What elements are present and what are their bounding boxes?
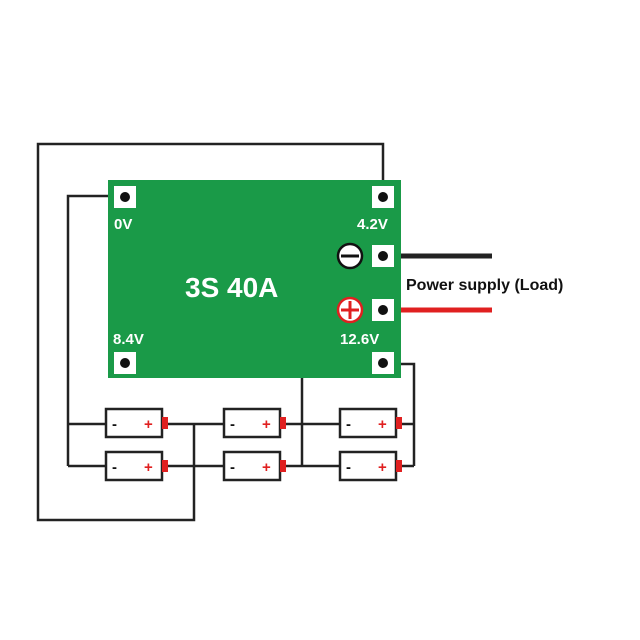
pad-positive-out [372,299,394,321]
battery-cell: - + [104,407,168,439]
plus-circle-icon [336,296,364,324]
power-supply-label: Power supply (Load) [406,277,563,294]
cell-minus: - [346,459,351,476]
pad-12v6 [372,352,394,374]
minus-circle-icon [336,242,364,270]
pad-8v4 [114,352,136,374]
label-0v: 0V [114,216,132,233]
wire-4v2 [36,142,385,522]
cell-plus: + [378,416,387,433]
pad-0v [114,186,136,208]
wire-0v [66,194,124,466]
battery-cell: - + [222,450,286,482]
battery-cell: - + [222,407,286,439]
cell-plus: + [144,416,153,433]
cell-minus: - [230,459,235,476]
cell-plus: + [144,459,153,476]
cell-plus: + [262,416,271,433]
cell-plus: + [378,459,387,476]
battery-cells: - + - + - + - + - + [104,407,402,482]
battery-cell: - + [338,450,402,482]
label-8v4: 8.4V [113,331,144,348]
pad-4v2 [372,186,394,208]
label-4v2: 4.2V [357,216,388,233]
cell-minus: - [230,416,235,433]
pads [114,186,394,374]
label-12v6: 12.6V [340,331,379,348]
board-title: 3S 40A [185,272,278,303]
battery-cell: - + [338,407,402,439]
cell-plus: + [262,459,271,476]
cell-minus: - [112,416,117,433]
cell-minus: - [112,459,117,476]
battery-cell: - + [104,450,168,482]
pad-negative-out [372,245,394,267]
bms-board [108,180,401,378]
cell-minus: - [346,416,351,433]
